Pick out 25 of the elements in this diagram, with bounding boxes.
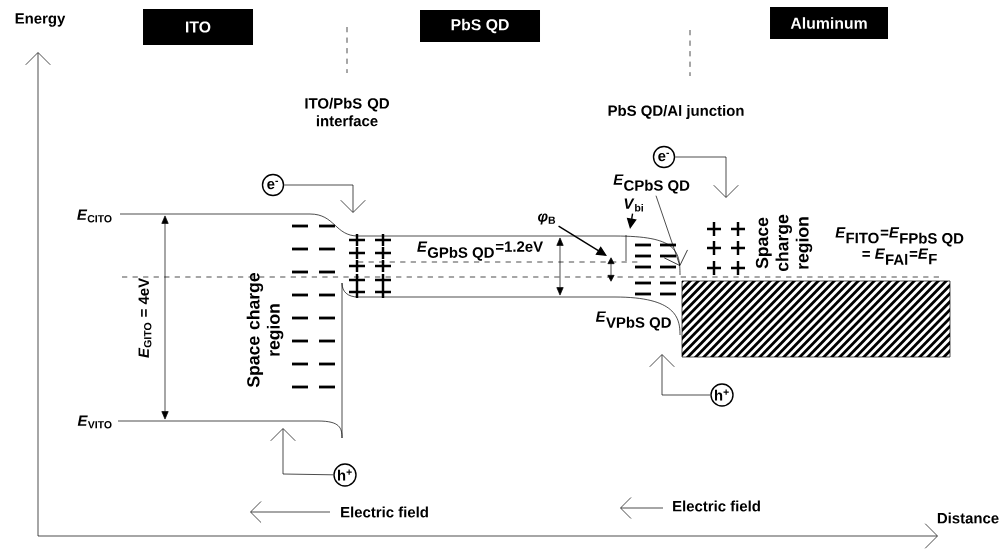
field-label: Electric field <box>673 500 760 512</box>
fermi-level-label: $\begin{array}{c}\textbf{\textit{E}}_{\textbf{FITO}}\textbf{=}\textbf{\textit{E}}_{\textbf{FPbS QD}}\\ \textbf{= }\textbf{\textit{E}}_{\textbf{FAl}}\textbf{=}\textbf{\textit{E}}_{\textbf{F}}\end{array}$ <box>835 227 964 265</box>
layer-label: PbS QD <box>420 10 540 42</box>
layer-label: Aluminum <box>770 7 888 39</box>
symbol-label: V$_{bi}$ <box>624 198 643 212</box>
level-label: $\textbf{\textit{E}}_{\textbf{CPbS QD}}$ <box>613 174 690 194</box>
boundary-label: PbS QD/Al junction <box>608 105 744 119</box>
symbol-label: φ$_{B}$ <box>538 213 556 225</box>
region-label: Space charge region <box>246 273 284 388</box>
level-label: E$_{CITO}$ <box>77 209 112 223</box>
field-label: Electric field <box>341 506 428 518</box>
arrow <box>655 195 688 266</box>
level-label: $\textbf{\textit{E}}_{\textbf{VPbS QD}}$ <box>595 311 671 331</box>
gap-label: $\textbf{\textit{E}}_{\textbf{GPbS QD}}\textbf{=1.2eV}$ <box>417 241 543 261</box>
arrow <box>283 184 366 213</box>
region-label: Space charge region <box>755 214 813 272</box>
level-label: E$_{VITO}$ <box>77 415 112 429</box>
arrow <box>270 428 334 476</box>
boundary-label: ITO/PbS QD interface <box>305 97 389 127</box>
arrow <box>557 225 607 256</box>
axis-label: Energy <box>15 13 66 27</box>
layer-label: ITO <box>143 9 253 45</box>
arrow <box>674 156 739 198</box>
gap-label: E$_{GITO}$ = 4eV <box>138 278 152 358</box>
axis-label: Distance <box>937 512 999 524</box>
